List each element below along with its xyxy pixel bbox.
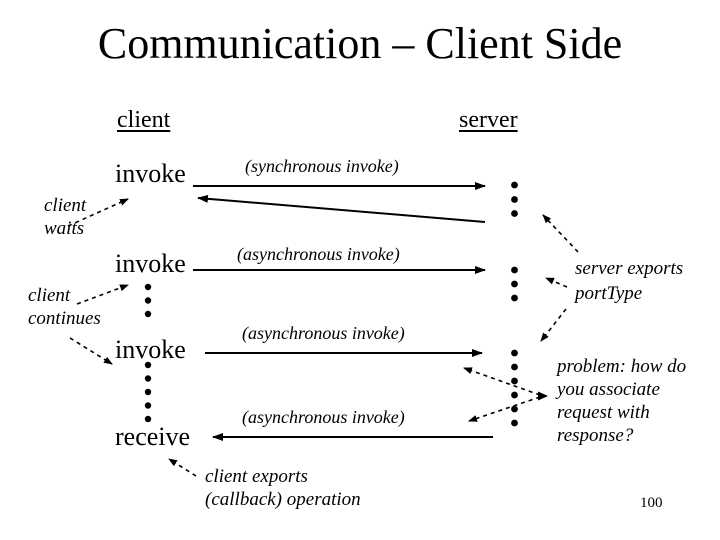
server-exports-pointer-3 [540,308,567,342]
async-invoke-arrow-label-1: (asynchronous invoke) [237,244,400,264]
client-exports-pointer [168,458,197,477]
problem-link-response [468,396,541,422]
client-continues-annotation: client continues [28,285,101,329]
invoke-label-1: invoke [115,159,186,188]
async-invoke-arrow-label-2: (asynchronous invoke) [242,323,405,343]
async-invoke-arrow-label-3: (asynchronous invoke) [242,407,405,427]
problem-annotation: problem: how do you associate request wi… [557,356,687,446]
server-column-header: server [459,107,518,133]
problem-link-request [463,367,541,396]
server-exports-pointer-2 [545,277,568,288]
client-exports-annotation: client exports (callback) operation [205,466,361,510]
server-exports-annotation: server exports portType [575,258,684,304]
page-number: 100 [640,495,663,511]
receive-label: receive [115,422,191,451]
server-exports-pointer-1 [542,214,579,253]
sync-return-arrow [197,194,486,223]
client-continues-pointer-down [69,337,113,365]
client-column-header: client [117,107,171,133]
problem-link-arrowhead [538,391,548,401]
client-waits-annotation: client waits [44,195,87,239]
server-timeline-dots [511,181,518,427]
invoke-label-3: invoke [115,335,186,364]
sync-invoke-arrow-label: (synchronous invoke) [245,156,399,176]
invoke-label-2: invoke [115,249,186,278]
slide-title: Communication – Client Side [97,19,623,68]
